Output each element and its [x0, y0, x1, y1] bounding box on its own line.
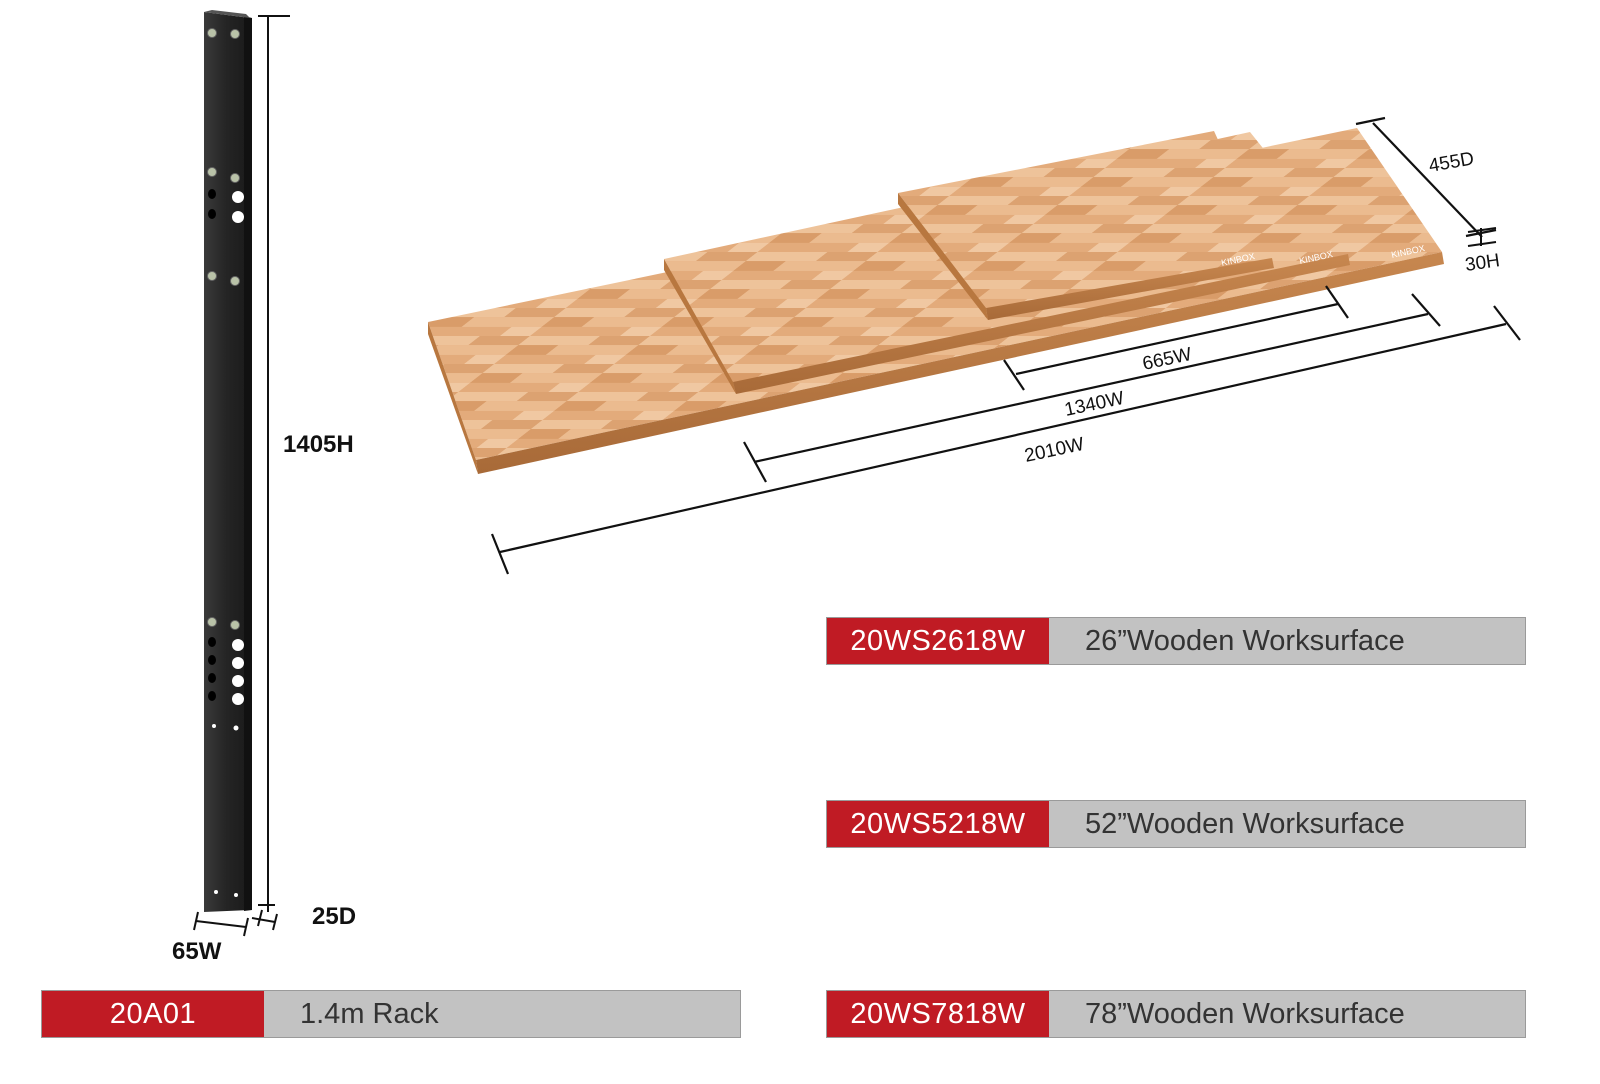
depth-label: 455D	[1427, 148, 1475, 177]
worksurface-26-description: 26”Wooden Worksurface	[1049, 618, 1525, 664]
worksurface-52-description: 52”Wooden Worksurface	[1049, 801, 1525, 847]
rack-label-bar: 20A01 1.4m Rack	[41, 990, 741, 1038]
rack-post	[204, 10, 252, 912]
height-dimension-line	[1467, 227, 1497, 247]
worksurface-26-code: 20WS2618W	[827, 618, 1049, 664]
rack-depth-label: 25D	[312, 903, 356, 930]
rack-depth-dimension-line	[251, 909, 278, 931]
worksurface-small: KINBOX	[898, 131, 1274, 320]
worksurface-78-code: 20WS7818W	[827, 991, 1049, 1037]
width-2010-dimension-line	[490, 305, 1521, 575]
rack-description: 1.4m Rack	[264, 991, 740, 1037]
rack-height-label: 1405H	[283, 431, 354, 458]
rack-width-dimension-line	[193, 911, 249, 937]
width-1340-dimension-line	[743, 293, 1441, 483]
worksurface-52-code: 20WS5218W	[827, 801, 1049, 847]
worksurface-78-description: 78”Wooden Worksurface	[1049, 991, 1525, 1037]
rack-width-label: 65W	[172, 938, 222, 965]
worksurface-26-label-bar: 20WS2618W 26”Wooden Worksurface	[826, 617, 1526, 665]
height-label: 30H	[1464, 250, 1501, 276]
worksurface-52-label-bar: 20WS5218W 52”Wooden Worksurface	[826, 800, 1526, 848]
width-665-dimension-line	[1003, 285, 1349, 391]
rack-code: 20A01	[42, 991, 264, 1037]
worksurface-78-label-bar: 20WS7818W 78”Wooden Worksurface	[826, 990, 1526, 1038]
rack-height-dimension-line	[258, 15, 290, 912]
width-2010-label: 2010W	[1023, 434, 1086, 467]
